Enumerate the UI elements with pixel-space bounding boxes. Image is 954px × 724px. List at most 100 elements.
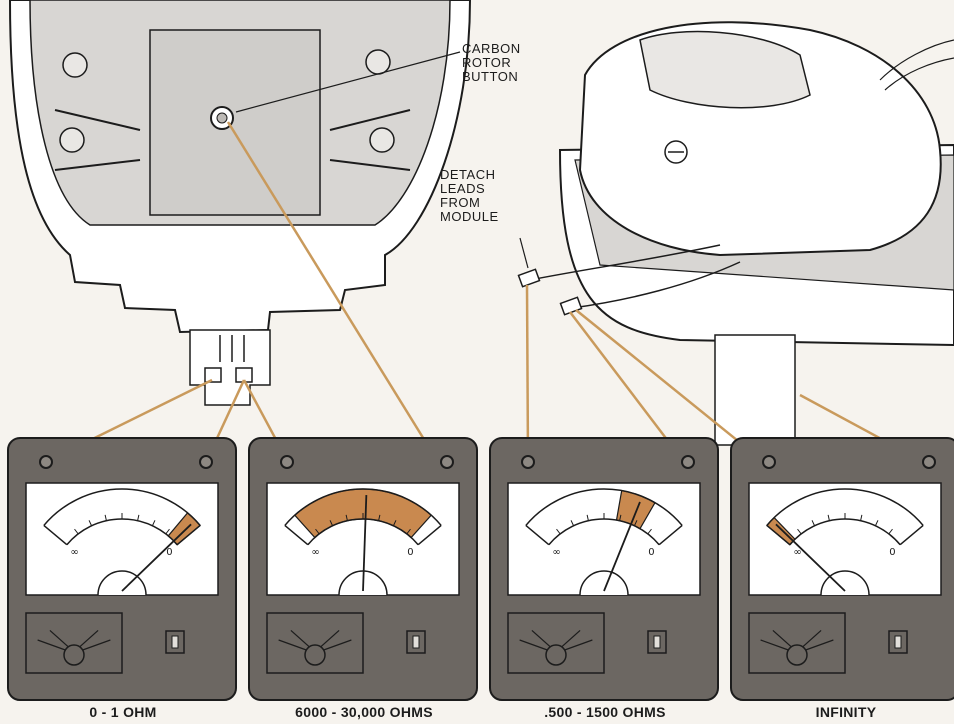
meter-selector-mark bbox=[49, 629, 69, 648]
meter-tick bbox=[378, 514, 381, 521]
cap-rib-2 bbox=[54, 159, 141, 171]
terminal-post-4 bbox=[369, 127, 395, 153]
meter-terminal-left bbox=[521, 455, 535, 469]
meter-selector-mark bbox=[37, 639, 66, 651]
meter-needle bbox=[121, 523, 192, 592]
meter-scale-right-edge bbox=[899, 524, 924, 546]
test-lead-5 bbox=[525, 284, 530, 463]
meter-switch bbox=[647, 630, 667, 654]
meter-switch-toggle bbox=[894, 635, 902, 649]
meter-caption-3: .500 - 1500 OHMS bbox=[544, 704, 666, 720]
meter-needle bbox=[775, 523, 846, 592]
meter-selector-mark bbox=[278, 639, 307, 651]
meter-tick bbox=[633, 520, 638, 526]
lead-wire-1 bbox=[529, 244, 721, 281]
meter-tick bbox=[345, 514, 348, 521]
meter-scale-label-right: 0 bbox=[166, 547, 172, 558]
terminal-post-1 bbox=[62, 52, 88, 78]
carbon-rotor-button-core bbox=[216, 112, 228, 124]
meter-caption-4: INFINITY bbox=[815, 704, 877, 720]
meter-terminal-left bbox=[39, 455, 53, 469]
meter-selector-knob bbox=[63, 644, 85, 666]
meter-tick bbox=[329, 520, 334, 526]
meter-tick bbox=[888, 528, 893, 535]
callout-carbon-rotor-button: CARBON ROTOR BUTTON bbox=[462, 41, 521, 84]
cap-rib-3 bbox=[329, 109, 411, 131]
meter-scale-outer bbox=[43, 488, 201, 526]
cap-rib-4 bbox=[329, 159, 411, 171]
meter-tick bbox=[392, 520, 397, 526]
detach-callout-leader bbox=[519, 237, 529, 269]
meter-scale-outer bbox=[525, 488, 683, 526]
meter-tick bbox=[570, 520, 575, 526]
meter-tick bbox=[811, 520, 816, 526]
meter-tick bbox=[860, 514, 863, 521]
meter-selector-mark bbox=[805, 639, 834, 651]
lead-connector-1 bbox=[517, 268, 541, 288]
meter-selector-mark bbox=[79, 629, 99, 648]
meter-scale-outer bbox=[766, 488, 924, 526]
meter-terminal-left bbox=[280, 455, 294, 469]
meter-pivot-cover bbox=[820, 570, 870, 596]
meter-selector-panel bbox=[266, 612, 364, 674]
meter-caption-2: 6000 - 30,000 OHMS bbox=[295, 704, 433, 720]
meter-switch bbox=[888, 630, 908, 654]
meter-selector-mark bbox=[519, 639, 548, 651]
test-lead-7 bbox=[575, 309, 765, 463]
meter-scale-label-right: 0 bbox=[889, 547, 895, 558]
meter-switch-toggle bbox=[171, 635, 179, 649]
meter-scale-label-left: ∞ bbox=[793, 547, 801, 558]
meter-tick bbox=[88, 520, 93, 526]
distributor-module bbox=[517, 21, 954, 446]
meter-selector-mark bbox=[531, 629, 551, 648]
meter-switch-toggle bbox=[653, 635, 661, 649]
ohmmeter-3: ∞0 bbox=[489, 437, 719, 701]
meter-tick bbox=[647, 528, 652, 535]
meter-selector-mark bbox=[561, 629, 581, 648]
meter-scale-label-left: ∞ bbox=[552, 547, 560, 558]
meter-tick bbox=[151, 520, 156, 526]
ohmmeter-2: ∞0 bbox=[248, 437, 478, 701]
meter-selector-mark bbox=[772, 629, 792, 648]
meter-pivot-cover bbox=[97, 570, 147, 596]
coil-terminal-1 bbox=[204, 367, 222, 383]
meter-terminal-right bbox=[681, 455, 695, 469]
terminal-post-3 bbox=[59, 127, 85, 153]
meter-selector-panel bbox=[25, 612, 123, 674]
meter-selector-mark bbox=[82, 639, 111, 651]
meter-scale-left-edge bbox=[43, 524, 68, 546]
test-leads bbox=[45, 121, 925, 464]
meter-scale-right-edge bbox=[417, 524, 442, 546]
meter-pivot-cover bbox=[579, 570, 629, 596]
meter-selector-panel bbox=[507, 612, 605, 674]
cap-rib-1 bbox=[54, 109, 141, 131]
meter-tick bbox=[104, 514, 107, 521]
meter-tick bbox=[137, 514, 140, 521]
module-top-plate bbox=[639, 30, 811, 109]
meter-needle bbox=[362, 495, 368, 592]
meter-tick bbox=[827, 514, 830, 521]
terminal-post-2 bbox=[365, 49, 391, 75]
meter-scale-left-edge bbox=[525, 524, 550, 546]
meter-selector-mark bbox=[323, 639, 352, 651]
ohmmeters: ∞0∞0∞0∞0 bbox=[7, 437, 954, 701]
module-harness-wire-1 bbox=[879, 39, 954, 81]
meter-terminal-right bbox=[199, 455, 213, 469]
meter-tick bbox=[556, 528, 561, 535]
meter-selector-mark bbox=[802, 629, 822, 648]
meter-switch bbox=[406, 630, 426, 654]
test-lead-4 bbox=[226, 121, 440, 463]
lead-wire-2 bbox=[571, 261, 741, 309]
ohmmeter-1: ∞0 bbox=[7, 437, 237, 701]
meter-tick bbox=[165, 528, 170, 535]
distributor-cap-interior bbox=[8, 0, 472, 406]
meter-selector-knob bbox=[786, 644, 808, 666]
meter-scale-label-left: ∞ bbox=[311, 547, 319, 558]
meter-switch bbox=[165, 630, 185, 654]
meter-scale-label-left: ∞ bbox=[70, 547, 78, 558]
meter-tick bbox=[406, 528, 411, 535]
meter-terminal-right bbox=[440, 455, 454, 469]
meter-selector-knob bbox=[304, 644, 326, 666]
